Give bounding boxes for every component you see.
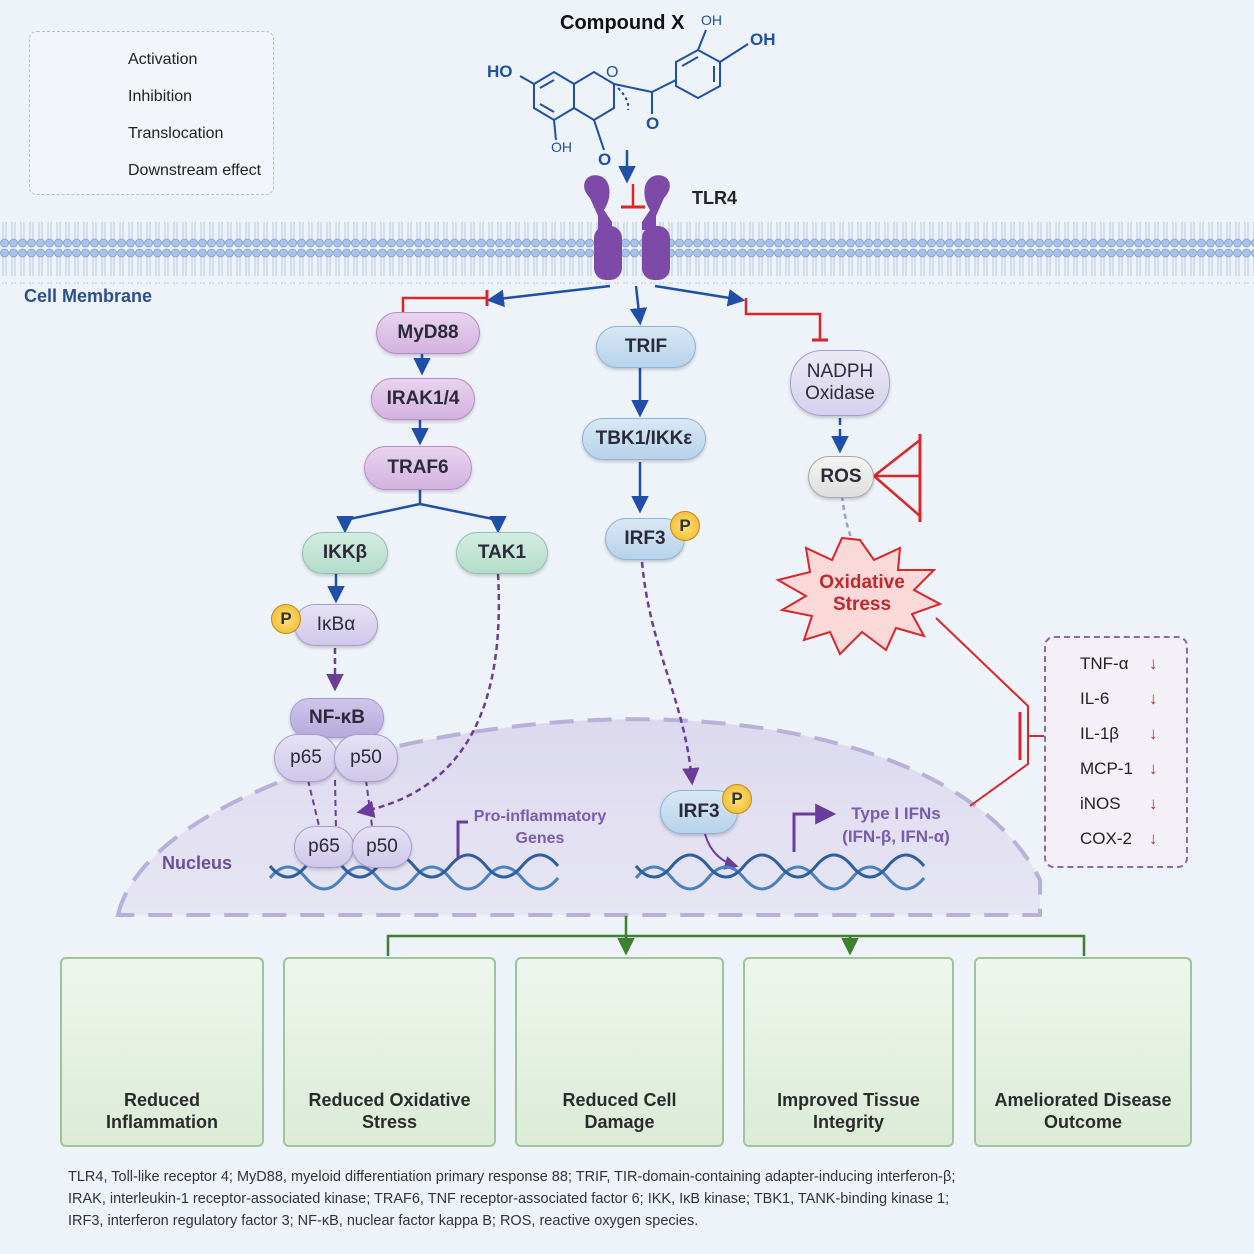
compound-oh-right: OH: [750, 30, 776, 49]
proinf-line1: Pro-inflammatory: [473, 808, 607, 825]
compound-o-ring: O: [606, 64, 619, 81]
downstream-arrows: [386, 916, 1086, 956]
proinf-line2: Genes: [515, 830, 565, 847]
node-ikba: IκBα: [294, 604, 378, 646]
ifn-line1: Type I IFNs: [851, 804, 941, 823]
node-myd88: MyD88: [376, 312, 480, 354]
legend-box: Activation Inhibition Translocation Down…: [29, 31, 274, 195]
legend-inhibition: Inhibition: [128, 88, 193, 105]
outcome-3-line2: Integrity: [812, 1112, 884, 1132]
oxidative-stress-burst: [775, 536, 943, 656]
footnote-line-3: IRF3, interferon regulatory factor 3; NF…: [68, 1213, 699, 1229]
down-arrow-icon: ↓: [1149, 689, 1158, 708]
cell-membrane: [0, 222, 1254, 284]
type-i-ifn-label: Type I IFNs (IFN-β, IFN-α): [836, 802, 956, 848]
footnote-line-2: IRAK, interleukin-1 receptor-associated …: [68, 1191, 950, 1207]
node-trif: TRIF: [596, 326, 696, 368]
legend-activation: Activation: [128, 51, 198, 68]
outcome-2-line2: Damage: [584, 1112, 655, 1132]
legend-downstream: Downstream effect: [128, 162, 262, 179]
phospho-badge-irf3-nuclear: P: [722, 784, 752, 814]
down-arrow-icon: ↓: [1149, 654, 1158, 673]
nadph-line2: Oxidase: [805, 383, 875, 404]
compound-title: Compound X: [560, 12, 685, 34]
node-ros: ROS: [808, 456, 874, 498]
node-nfkb: NF-κB: [290, 698, 384, 738]
phospho-badge-irf3-cyto: P: [670, 511, 700, 541]
cytokine-name: MCP-1: [1080, 759, 1133, 778]
compound-o-keto: O: [598, 150, 612, 169]
outcome-1-line1: Reduced Oxidative: [308, 1090, 471, 1110]
dna-helix-right: [634, 853, 926, 891]
node-nadph-oxidase: NADPH Oxidase: [790, 350, 890, 416]
cytokine-name: IL-1β: [1080, 724, 1120, 743]
cytokine-name: iNOS: [1080, 794, 1121, 813]
compound-oh-bottom: OH: [551, 139, 572, 155]
node-ikkb: IKKβ: [302, 532, 388, 574]
compound-structure: [519, 29, 749, 151]
footnote-line-1: TLR4, Toll-like receptor 4; MyD88, myelo…: [68, 1169, 956, 1185]
outcome-1-line2: Stress: [361, 1112, 418, 1132]
outcome-3-line1: Improved Tissue: [777, 1090, 920, 1110]
proinflammatory-genes-label: Pro-inflammatory Genes: [470, 806, 610, 850]
down-arrow-icon: ↓: [1149, 794, 1158, 813]
down-arrow-icon: ↓: [1149, 724, 1158, 743]
legend-translocation: Translocation: [128, 125, 224, 142]
cytokine-name: TNF-α: [1080, 654, 1129, 673]
abbreviations-footnote: TLR4, Toll-like receptor 4; MyD88, myelo…: [68, 1166, 1198, 1232]
node-p65-cyto: p65: [274, 734, 338, 782]
cytokine-name: COX-2: [1080, 829, 1132, 848]
node-tak1: TAK1: [456, 532, 548, 574]
node-traf6: TRAF6: [364, 446, 472, 490]
node-irak: IRAK1/4: [371, 378, 475, 420]
nucleus-label: Nucleus: [162, 853, 233, 873]
ox-line1: Oxidative: [819, 572, 905, 593]
down-arrow-icon: ↓: [1149, 829, 1158, 848]
outcome-4-line1: Ameliorated Disease: [994, 1090, 1172, 1110]
node-tbk1: TBK1/IKKε: [582, 418, 706, 460]
outcome-4-line2: Outcome: [1043, 1112, 1122, 1132]
outcome-0-line2: Inflammation: [105, 1112, 218, 1132]
down-arrow-icon: ↓: [1149, 759, 1158, 778]
node-p50-cyto: p50: [334, 734, 398, 782]
oxidative-stress-label: Oxidative Stress: [808, 572, 916, 616]
cytokine-name: IL-6: [1080, 689, 1110, 708]
phospho-badge-ikba: P: [271, 604, 301, 634]
node-p65-nuclear: p65: [294, 826, 354, 868]
compound-ho-left: HO: [487, 62, 513, 81]
cytokine-box: TNF-α ↓ IL-6 ↓ IL-1β ↓ MCP-1 ↓ iNOS ↓ COX-2 ↓: [1044, 636, 1188, 868]
nadph-line1: NADPH: [806, 361, 874, 383]
compound-o-carbonyl: O: [646, 114, 660, 133]
outcome-0-line1: Reduced: [123, 1090, 201, 1110]
outcome-2-line1: Reduced Cell: [562, 1090, 677, 1110]
cell-membrane-label: Cell Membrane: [24, 286, 153, 306]
ox-line2: Stress: [832, 594, 892, 615]
node-p50-nuclear: p50: [352, 826, 412, 868]
tlr4-receptor: [584, 175, 670, 280]
ifn-line2: (IFN-β, IFN-α): [842, 827, 950, 846]
compound-oh-top: OH: [701, 12, 722, 28]
tlr4-label: TLR4: [692, 188, 737, 208]
